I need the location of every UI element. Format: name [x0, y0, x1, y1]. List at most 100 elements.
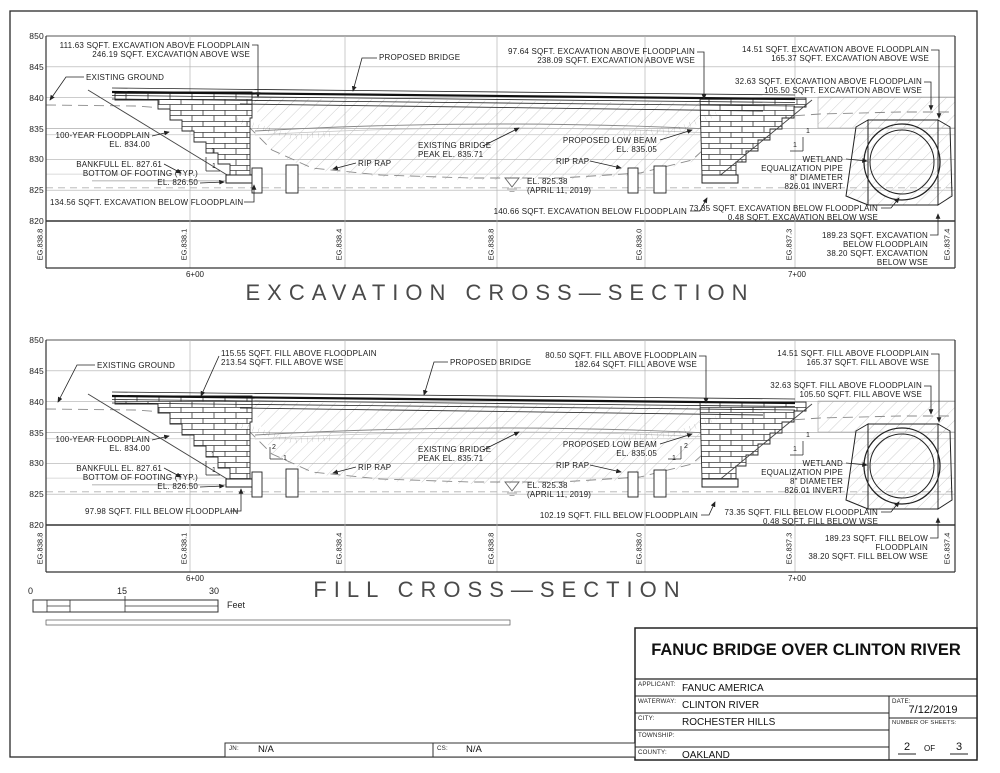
axis-850: 850: [29, 31, 44, 41]
cs-value: N/A: [466, 744, 482, 755]
waterway-label: WATERWAY:: [638, 698, 677, 705]
wetland-label-1: WETLAND: [802, 155, 843, 164]
axis-840: 840: [29, 93, 44, 103]
eg-label: EG.838.1: [179, 532, 189, 565]
jn-label: JN:: [229, 745, 239, 752]
fill-strip-label-1: 189.23 SQFT. FILL BELOW: [824, 534, 928, 543]
eg-label: EG.837.4: [942, 532, 952, 565]
jn-value: N/A: [258, 744, 274, 755]
slope-left-h: 1: [212, 163, 216, 170]
riprap-right-label: RIP RAP: [556, 461, 590, 470]
low-beam-label-2: EL. 835.05: [616, 449, 657, 458]
eg-label: EG.838.4: [334, 532, 344, 565]
bankfull-label: BANKFULL EL. 827.61: [76, 160, 162, 169]
wetland-label-3: 8" DIAMETER: [789, 477, 843, 486]
excav-above-fp-mid-1: 97.64 SQFT. EXCAVATION ABOVE FLOODPLAIN: [508, 47, 695, 56]
axis-825: 825: [29, 185, 44, 195]
excavation-section-title: EXCAVATION CROSS—SECTION: [245, 280, 755, 305]
low-beam-label-2: EL. 835.05: [616, 145, 657, 154]
existing-bridge-label-2: PEAK EL. 835.71: [418, 454, 484, 463]
wetland-label-2: EQUALIZATION PIPE: [761, 164, 843, 173]
excav-below-fp-right-1: 73.35 SQFT. EXCAVATION BELOW FLOODPLAIN: [689, 204, 878, 213]
date-value: 7/12/2019: [908, 704, 958, 716]
wse-date-label: (APRIL 11, 2019): [527, 186, 592, 195]
city-label: CITY:: [638, 715, 655, 722]
wetland-label-4: 826.01 INVERT: [784, 486, 843, 495]
sheet-total: 3: [955, 741, 963, 753]
sheet-title: FANUC BRIDGE OVER CLINTON RIVER: [651, 641, 961, 659]
eg-label: EG.838.4: [334, 228, 344, 261]
footing-label-2: EL. 826.50: [157, 178, 198, 187]
sheet-number: 2: [903, 741, 911, 753]
footing-label-1: BOTTOM OF FOOTING (TYP.): [82, 169, 198, 178]
axis-850: 850: [29, 335, 44, 345]
axis-835: 835: [29, 124, 44, 134]
excav-above-fp-right-1: 14.51 SQFT. EXCAVATION ABOVE FLOODPLAIN: [742, 45, 929, 54]
slope-right-h: 1: [793, 446, 797, 453]
riprap-slope-left-v: 2: [272, 444, 276, 451]
floodplain-label-1: 100-YEAR FLOODPLAIN: [55, 435, 150, 444]
slope-left-v: 1: [211, 148, 215, 155]
excav-below-fp-right-2: 0.48 SQFT. EXCAVATION BELOW WSE: [727, 213, 878, 222]
county-value: OAKLAND: [682, 750, 730, 761]
fill-above-fp-right-1: 14.51 SQFT. FILL ABOVE FLOODPLAIN: [777, 349, 929, 358]
eg-label: EG.838.8: [486, 228, 496, 261]
eg-label: EG.838.8: [486, 532, 496, 565]
slope-left-v: 1: [211, 452, 215, 459]
eg-label: EG.838.1: [179, 228, 189, 261]
waterway-value: CLINTON RIVER: [682, 700, 760, 711]
wetland-label-2: EQUALIZATION PIPE: [761, 468, 843, 477]
axis-825: 825: [29, 489, 44, 499]
number-of-sheets-label: NUMBER OF SHEETS:: [892, 720, 957, 726]
existing-ground-label: EXISTING GROUND: [97, 361, 176, 370]
eg-label: EG.838.0: [634, 532, 644, 565]
axis-830: 830: [29, 154, 44, 164]
wetland-label-3: 8" DIAMETER: [789, 173, 843, 182]
axis-840: 840: [29, 397, 44, 407]
footing-label-1: BOTTOM OF FOOTING (TYP.): [82, 473, 198, 482]
axis-835: 835: [29, 428, 44, 438]
eg-label: EG.837.3: [784, 532, 794, 565]
eg-label: EG.838.8: [35, 228, 45, 261]
cs-label: CS:: [437, 745, 448, 752]
riprap-left-label: RIP RAP: [358, 159, 392, 168]
excav-above-fp-mid-2: 238.09 SQFT. EXCAVATION ABOVE WSE: [537, 56, 695, 65]
wetland-label-4: 826.01 INVERT: [784, 182, 843, 191]
fill-below-fp-mid: 102.19 SQFT. FILL BELOW FLOODPLAIN: [539, 511, 698, 520]
applicant-value: FANUC AMERICA: [682, 683, 764, 694]
applicant-label: APPLICANT:: [638, 681, 676, 688]
excav-strip-label-1: 189.23 SQFT. EXCAVATION: [822, 231, 928, 240]
riprap-right-label: RIP RAP: [556, 157, 590, 166]
slope-right-v: 1: [806, 128, 810, 135]
wse-date-label: (APRIL 11, 2019): [527, 490, 592, 499]
fill-above-fp-abut-2: 105.50 SQFT. FILL ABOVE WSE: [799, 390, 922, 399]
fill-strip-label-2: FLOODPLAIN: [875, 543, 928, 552]
excav-above-fp-left-2: 246.19 SQFT. EXCAVATION ABOVE WSE: [92, 50, 250, 59]
axis-820: 820: [29, 520, 44, 530]
axis-845: 845: [29, 366, 44, 376]
slope-right-v: 1: [806, 432, 810, 439]
eg-label: EG.837.4: [942, 228, 952, 261]
wse-elevation-label: EL. 825.38: [527, 481, 568, 490]
station-6-00: 6+00: [185, 270, 205, 279]
riprap-left-label: RIP RAP: [358, 463, 392, 472]
excav-above-fp-left-1: 111.63 SQFT. EXCAVATION ABOVE FLOODPLAIN: [59, 41, 250, 50]
fill-strip-label-3: 38.20 SQFT. FILL BELOW WSE: [808, 552, 928, 561]
city-value: ROCHESTER HILLS: [682, 717, 776, 728]
riprap-slope-right-h: 1: [672, 455, 676, 462]
low-beam-label-1: PROPOSED LOW BEAM: [562, 136, 657, 145]
fill-above-fp-left-2: 213.54 SQFT. FILL ABOVE WSE: [221, 358, 344, 367]
axis-820: 820: [29, 216, 44, 226]
sheet-of: OF: [924, 744, 936, 753]
floodplain-label-2: EL. 834.00: [109, 444, 150, 453]
excav-above-fp-abut-2: 105.50 SQFT. EXCAVATION ABOVE WSE: [764, 86, 922, 95]
scale-tick-15: 15: [117, 586, 128, 596]
floodplain-label-2: EL. 834.00: [109, 140, 150, 149]
wetland-label-1: WETLAND: [802, 459, 843, 468]
proposed-bridge-label: PROPOSED BRIDGE: [450, 358, 532, 367]
bankfull-label: BANKFULL EL. 827.61: [76, 464, 162, 473]
axis-845: 845: [29, 62, 44, 72]
excav-strip-label-2: BELOW FLOODPLAIN: [843, 240, 928, 249]
scale-unit-label: Feet: [227, 600, 246, 610]
